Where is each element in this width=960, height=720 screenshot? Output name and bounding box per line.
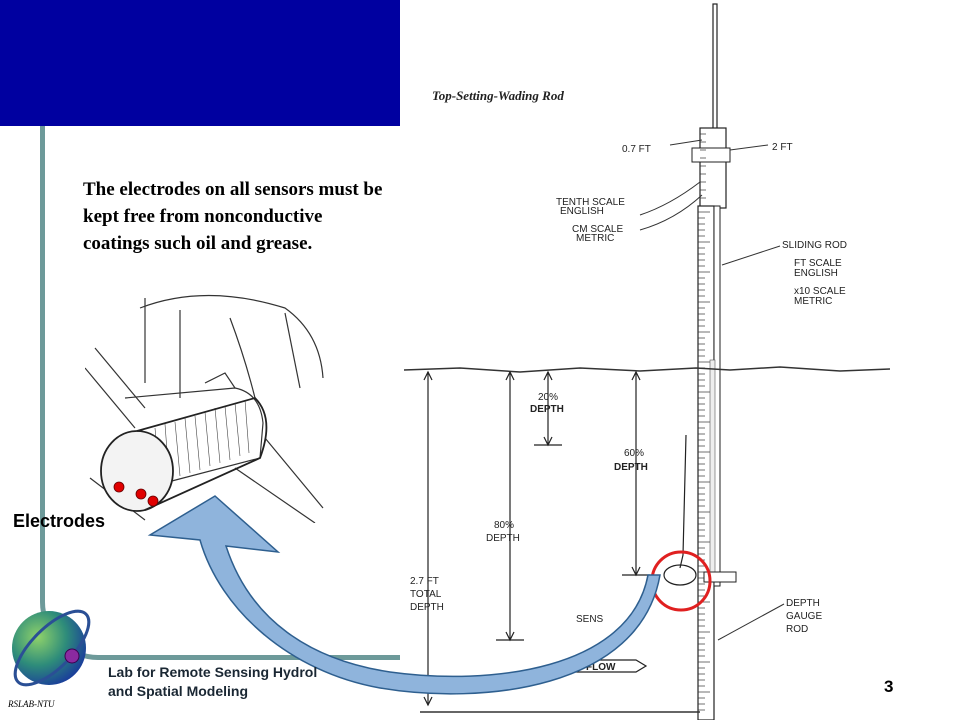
rod-scale-ticks xyxy=(698,133,710,711)
electrode-dot-1 xyxy=(113,481,125,493)
electrodes-label: Electrodes xyxy=(13,511,106,531)
label-total-depth-3: DEPTH xyxy=(410,602,444,613)
label-tenth-scale-1: TENTH SCALE xyxy=(556,197,625,208)
label-flow: FLOW xyxy=(586,662,616,673)
sliding-rod-top xyxy=(712,3,718,135)
label-depth20-2: DEPTH xyxy=(530,404,564,415)
scale-head-bracket xyxy=(691,147,731,163)
label-depth80-1: 80% xyxy=(494,520,514,531)
globe-orbit-logo-icon xyxy=(12,609,91,687)
label-total-depth-2: TOTAL xyxy=(410,589,442,600)
electrode-dot-3 xyxy=(147,495,159,507)
label-depth60-2: DEPTH xyxy=(614,462,648,473)
label-cm-scale-2: METRIC xyxy=(576,233,614,244)
footer-lab-name: Lab for Remote Sensing Hydrol and Spatia… xyxy=(108,664,318,699)
sensor-probe xyxy=(663,564,697,586)
sensor-mount xyxy=(703,571,737,583)
label-depth20-1: 20% xyxy=(538,392,558,403)
leader-lines xyxy=(639,139,785,641)
page-number: 3 xyxy=(884,677,894,696)
label-depth60-1: 60% xyxy=(624,448,644,459)
label-sensor: SENS xyxy=(576,614,604,625)
label-top-left-reading: 0.7 FT xyxy=(622,144,651,155)
label-top-right-reading: 2 FT xyxy=(772,142,793,153)
water-surface-line xyxy=(403,366,891,373)
scale-head xyxy=(699,127,727,209)
wading-rod-diagram: Top-Setting-Wading Rod xyxy=(400,0,916,720)
ft-scale-marks xyxy=(709,359,716,581)
label-total-depth-1: 2.7 FT xyxy=(410,576,439,587)
label-gauge-rod-2: GAUGE xyxy=(786,611,822,622)
label-gauge-rod-1: DEPTH xyxy=(786,598,820,609)
sensor-body-outline xyxy=(136,396,268,511)
label-ft-scale-1: FT SCALE xyxy=(794,258,842,269)
electrode-dot-2 xyxy=(135,488,147,500)
logo-caption: RSLAB-NTU xyxy=(8,699,55,709)
sensor-bulb xyxy=(100,430,174,512)
label-ft-scale-2: ENGLISH xyxy=(794,268,838,279)
diagram-title: Top-Setting-Wading Rod xyxy=(432,88,564,103)
label-depth80-2: DEPTH xyxy=(486,533,520,544)
diagram-background xyxy=(400,0,916,720)
title-banner xyxy=(0,0,400,126)
label-tenth-scale-2: ENGLISH xyxy=(560,206,604,217)
label-cm-scale-1: CM SCALE xyxy=(572,224,623,235)
label-x10-scale-1: x10 SCALE xyxy=(794,286,846,297)
label-sliding-rod: SLIDING ROD xyxy=(782,240,847,251)
sensor-sketch-image xyxy=(85,288,325,523)
label-gauge-rod-3: ROD xyxy=(786,624,808,635)
body-text: The electrodes on all sensors must be ke… xyxy=(83,179,383,254)
label-x10-scale-2: METRIC xyxy=(794,296,832,307)
sensor-cable xyxy=(679,434,687,569)
